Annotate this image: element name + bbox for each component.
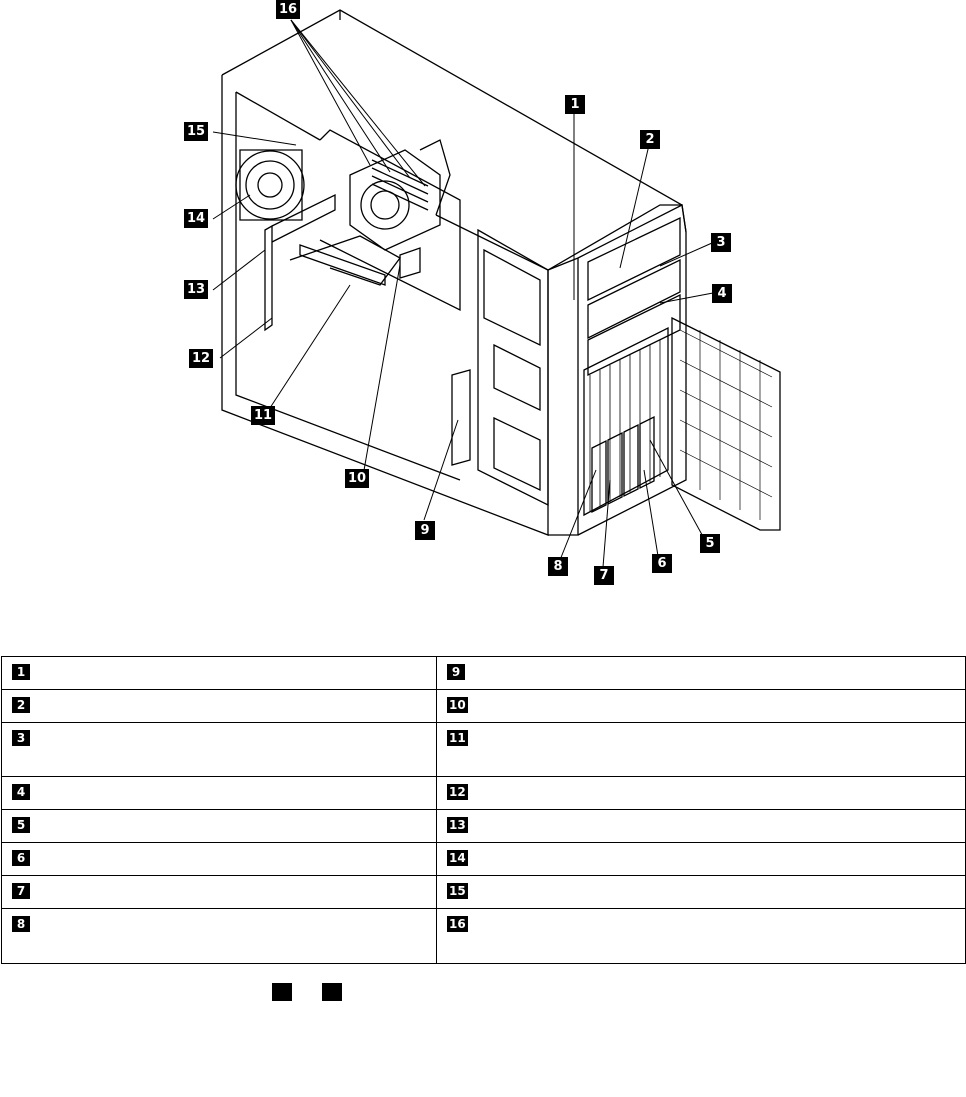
callout-12: 12	[189, 349, 214, 368]
legend-cell: 7	[1, 875, 437, 909]
callout-15: 15	[184, 122, 209, 141]
legend-badge: 16	[447, 916, 468, 932]
legend-cell: 6	[1, 842, 437, 876]
legend-badge: 5	[12, 817, 30, 833]
legend-cell: 1	[1, 656, 437, 690]
legend-badge: 9	[447, 664, 465, 680]
callout-9: 9	[415, 521, 435, 540]
legend-cell: 10	[436, 689, 966, 723]
legend-cell: 12	[436, 776, 966, 810]
legend-badge: 13	[447, 817, 468, 833]
legend-cell: 4	[1, 776, 437, 810]
callout-3: 3	[711, 233, 731, 252]
legend-cell: 2	[1, 689, 437, 723]
legend-cell: 16	[436, 908, 966, 964]
legend-cell: 8	[1, 908, 437, 964]
legend-badge: 1	[12, 664, 30, 680]
callout-13: 13	[184, 280, 209, 299]
table-row: 1 9	[1, 656, 966, 690]
legend-badge: 11	[447, 730, 468, 746]
legend-badge: 2	[12, 697, 30, 713]
callout-2: 2	[640, 130, 660, 149]
legend-badge: 3	[12, 730, 30, 746]
table-row: 2 10	[1, 689, 966, 723]
legend-badge: 15	[447, 883, 468, 899]
legend-badge: 12	[447, 784, 468, 800]
callout-5: 5	[700, 534, 720, 553]
legend-badge: 14	[447, 850, 468, 866]
legend-cell: 3	[1, 722, 437, 777]
note-callout-badge	[322, 983, 342, 1001]
legend-badge: 6	[12, 850, 30, 866]
legend-badge: 10	[447, 697, 468, 713]
callout-7: 7	[594, 566, 614, 585]
note-callout-badge	[272, 983, 292, 1001]
legend-badge: 7	[12, 883, 30, 899]
legend-cell: 14	[436, 842, 966, 876]
component-legend-table: 1 9 2 10 3 11 4 12 5 13 6 14 7 15 8 16	[1, 656, 966, 964]
legend-cell: 15	[436, 875, 966, 909]
server-exploded-figure: 1 2 3 4 5 6 7 8 9 10 11 12 13 14 15 16	[184, 0, 781, 585]
callout-10: 10	[345, 469, 370, 488]
legend-badge: 8	[12, 916, 30, 932]
legend-cell: 11	[436, 722, 966, 777]
legend-cell: 5	[1, 809, 437, 843]
server-chassis-drawing	[212, 9, 781, 568]
callout-6: 6	[652, 554, 672, 573]
legend-cell: 9	[436, 656, 966, 690]
legend-cell: 13	[436, 809, 966, 843]
callout-16: 16	[276, 0, 301, 19]
table-row: 6 14	[1, 842, 966, 876]
table-row: 7 15	[1, 875, 966, 909]
callout-4: 4	[712, 284, 732, 303]
table-row: 8 16	[1, 908, 966, 964]
table-row: 3 11	[1, 722, 966, 777]
legend-badge: 4	[12, 784, 30, 800]
table-row: 4 12	[1, 776, 966, 810]
table-row: 5 13	[1, 809, 966, 843]
callout-14: 14	[184, 209, 209, 228]
callout-11: 11	[251, 406, 276, 425]
callout-8: 8	[548, 557, 568, 576]
callout-1: 1	[565, 95, 585, 114]
